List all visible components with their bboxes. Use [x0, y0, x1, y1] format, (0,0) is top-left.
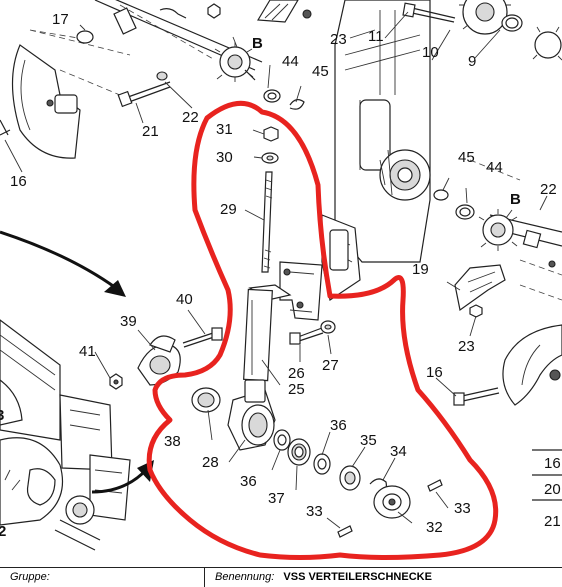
upper-shaft-assembly	[0, 0, 312, 159]
highlighted-bracket-assembly	[109, 126, 443, 538]
callout-29: 29	[220, 201, 237, 218]
callout-11: 11	[368, 28, 384, 45]
callout-20-table: 20	[544, 481, 561, 498]
callout-letter-b-top: B	[252, 35, 263, 52]
callout-40: 40	[176, 291, 193, 308]
right-shaft-assembly	[433, 159, 562, 501]
callout-39: 39	[120, 313, 137, 330]
gearbox-housing	[334, 0, 562, 263]
callout-35: 35	[360, 432, 377, 449]
callout-19: 19	[412, 261, 429, 278]
callout-32: 32	[426, 519, 443, 536]
name-value: VSS VERTEILERSCHNECKE	[283, 571, 432, 583]
callout-33-right: 33	[454, 500, 471, 517]
callout-33-left: 33	[306, 503, 323, 520]
callout-26: 26	[288, 365, 305, 382]
machine-frame	[0, 319, 131, 551]
callout-34: 34	[390, 443, 407, 460]
pointer-arrows	[0, 230, 154, 494]
callout-25: 25	[288, 381, 305, 398]
callout-22-right: 22	[540, 181, 557, 198]
callout-16-right: 16	[426, 364, 443, 381]
callout-45-right: 45	[458, 149, 475, 166]
callout-36-right: 36	[330, 417, 347, 434]
highlight-outline	[146, 100, 499, 560]
callout-9: 9	[468, 53, 476, 70]
exploded-parts-diagram: 17 23 11 10 9 B 44 45 21 22 31 30 45 44 …	[0, 0, 562, 560]
callout-44-right: 44	[486, 159, 503, 176]
name-label: Benennung:	[215, 571, 275, 583]
title-block: Gruppe: Benennung: VSS VERTEILERSCHNECKE	[0, 567, 562, 587]
callout-16-left: 16	[10, 173, 27, 190]
callout-16-table: 16	[544, 455, 561, 472]
callout-22-top: 22	[182, 109, 199, 126]
callout-45-top: 45	[312, 63, 329, 80]
callout-21-top: 21	[142, 123, 159, 140]
leader-lines	[4, 11, 548, 529]
group-cell: Gruppe:	[0, 568, 205, 587]
callout-17: 17	[52, 11, 69, 28]
callout-10: 10	[422, 44, 439, 61]
callout-27: 27	[322, 357, 339, 374]
callout-41: 41	[79, 343, 96, 360]
name-cell: Benennung: VSS VERTEILERSCHNECKE	[205, 568, 562, 587]
callout-23-top: 23	[330, 31, 347, 48]
callout-36-left: 36	[240, 473, 257, 490]
callout-3-left: 3	[0, 407, 4, 424]
callout-30: 30	[216, 149, 233, 166]
callout-28: 28	[202, 454, 219, 471]
callout-38: 38	[164, 433, 181, 450]
group-label: Gruppe:	[10, 571, 50, 583]
callout-23-right: 23	[458, 338, 475, 355]
sprocket-top	[214, 42, 254, 82]
callout-31: 31	[216, 121, 233, 138]
callout-2-left: 2	[0, 523, 6, 540]
callout-letter-b-right: B	[510, 191, 521, 208]
callout-21-table: 21	[544, 513, 561, 530]
callout-37: 37	[268, 490, 285, 507]
callout-labels: 17 23 11 10 9 B 44 45 21 22 31 30 45 44 …	[0, 11, 561, 540]
callout-44-top: 44	[282, 53, 299, 70]
